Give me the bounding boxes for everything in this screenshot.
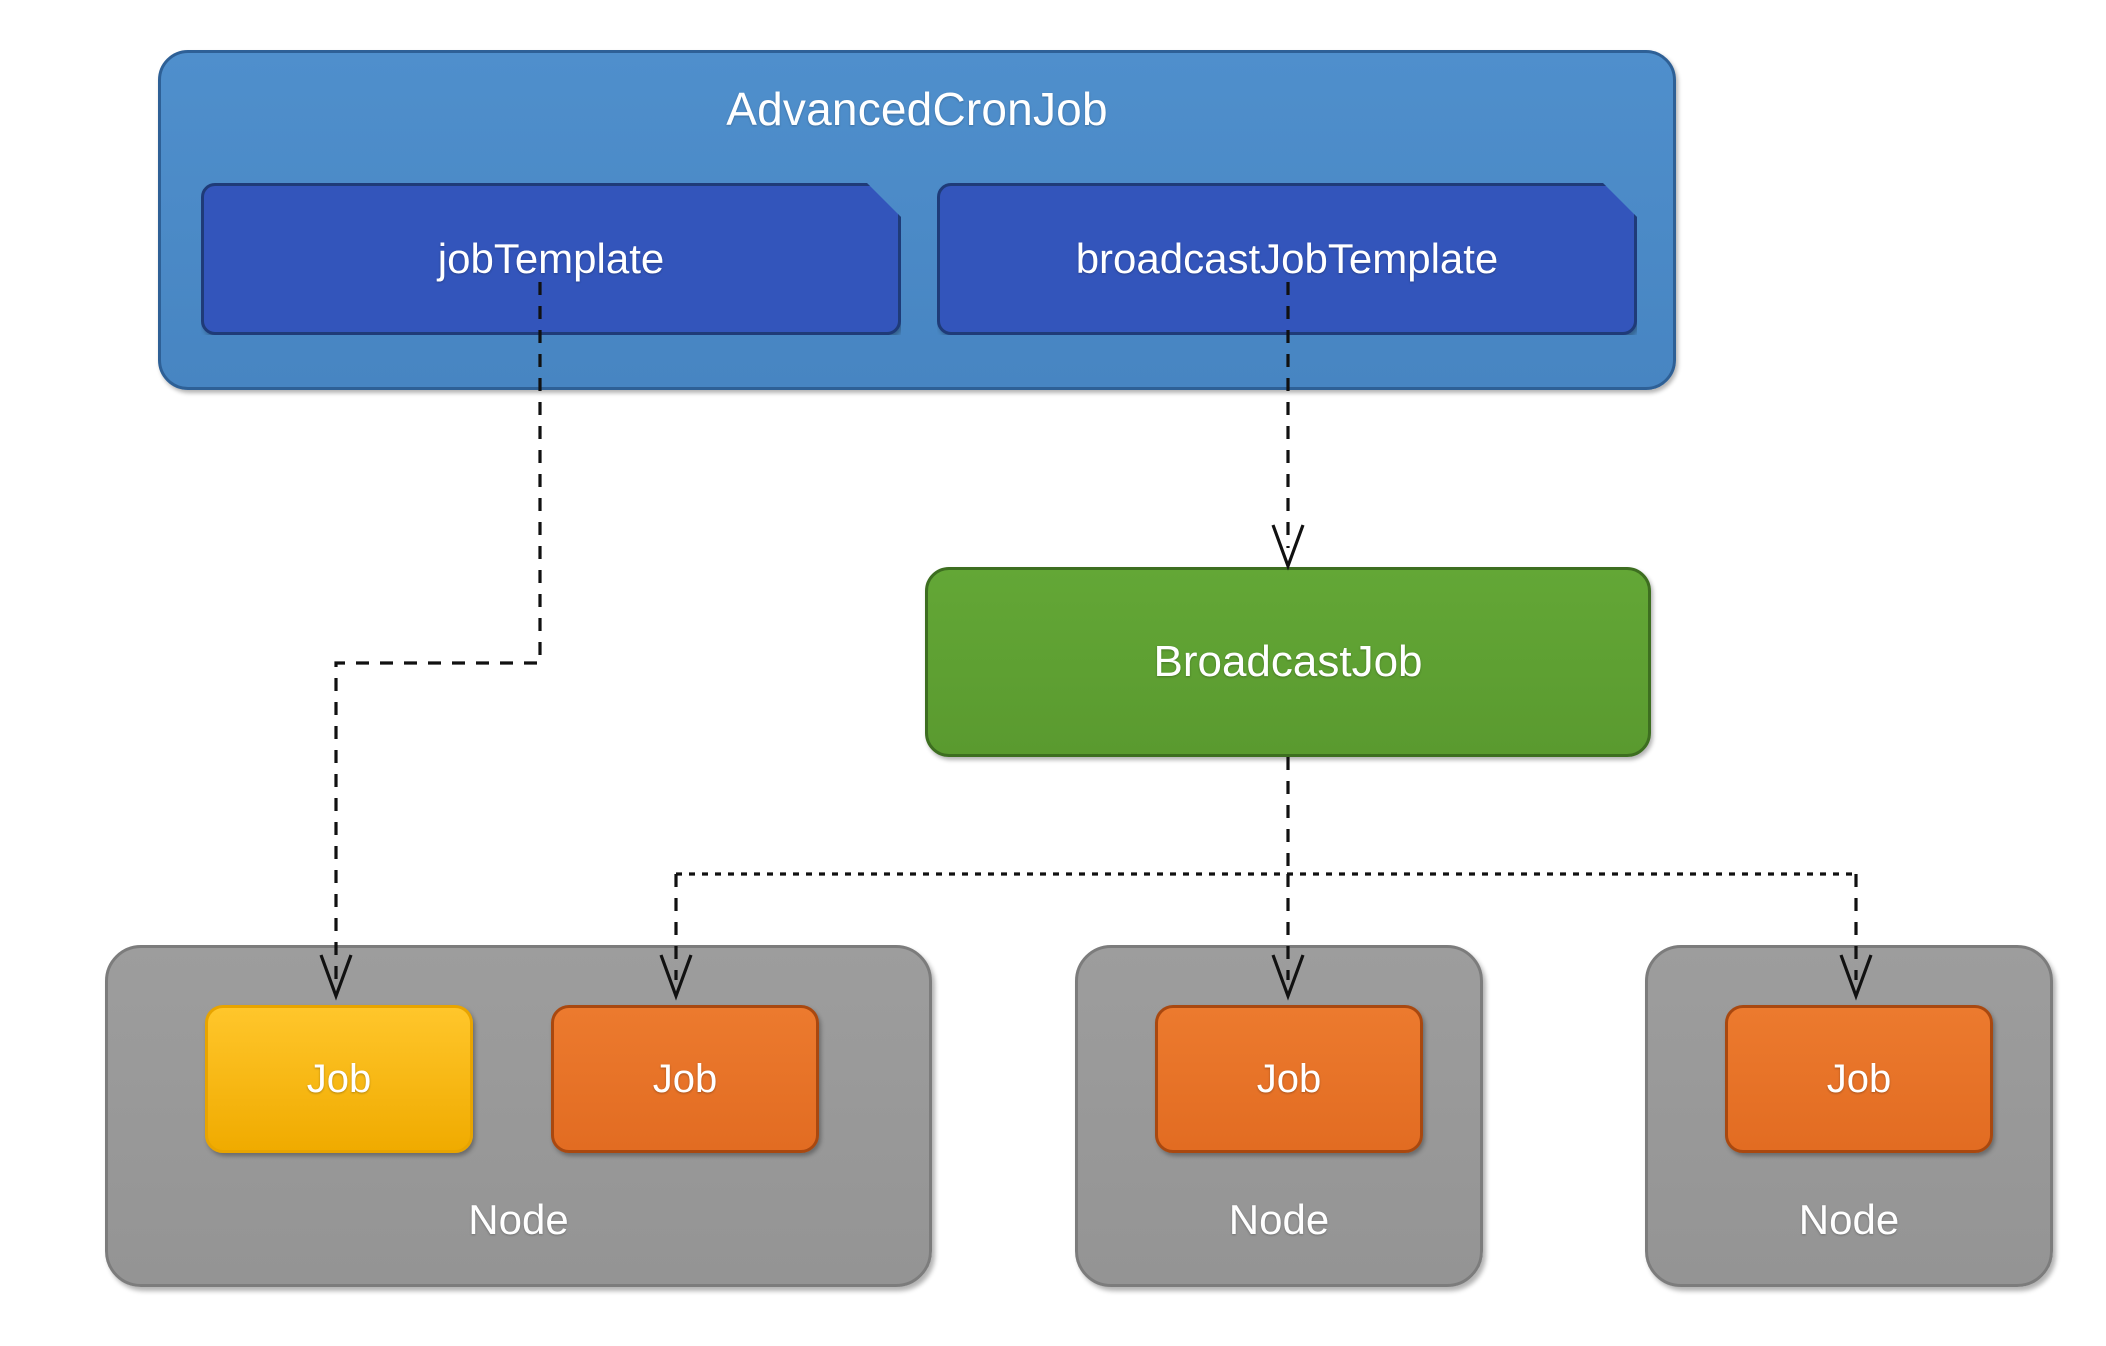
node-label-2: Node bbox=[1228, 1196, 1330, 1243]
node-label-3: Node bbox=[1798, 1196, 1900, 1243]
job-chip-label-4: Job bbox=[1826, 1056, 1892, 1101]
broadcast-job-box[interactable]: BroadcastJob bbox=[925, 567, 1651, 757]
advanced-cronjob-box[interactable]: AdvancedCronJob jobTemplate broadcastJob… bbox=[158, 50, 1676, 390]
arrowhead-broadcasttemplate-to-broadcastjob bbox=[1271, 524, 1305, 571]
job-chip-label-3: Job bbox=[1256, 1056, 1322, 1101]
job-chip-label-2: Job bbox=[652, 1056, 718, 1101]
job-chip-1[interactable]: Job bbox=[205, 1005, 473, 1153]
job-template-label: jobTemplate bbox=[437, 235, 665, 282]
broadcast-job-label: BroadcastJob bbox=[1153, 637, 1423, 686]
advanced-cronjob-label: AdvancedCronJob bbox=[726, 83, 1108, 135]
broadcast-job-template-box[interactable]: broadcastJobTemplate bbox=[937, 183, 1637, 335]
job-chip-4[interactable]: Job bbox=[1725, 1005, 1993, 1153]
node-label-1: Node bbox=[468, 1196, 569, 1243]
broadcast-job-template-label: broadcastJobTemplate bbox=[1075, 235, 1499, 282]
job-chip-2[interactable]: Job bbox=[551, 1005, 819, 1153]
job-chip-3[interactable]: Job bbox=[1155, 1005, 1423, 1153]
job-template-box[interactable]: jobTemplate bbox=[201, 183, 901, 335]
job-chip-label-1: Job bbox=[306, 1056, 372, 1101]
